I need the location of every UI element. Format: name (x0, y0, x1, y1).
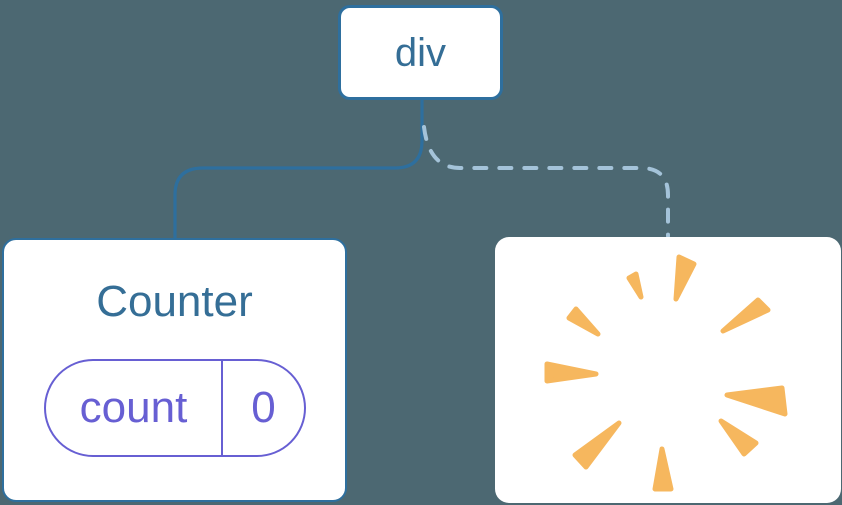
burst-ray (544, 361, 599, 384)
burst-ray (566, 306, 601, 337)
div-node-label: div (394, 30, 447, 75)
state-key-label: count (79, 383, 188, 432)
state-value-label: 0 (251, 383, 276, 432)
state-pill: count 0 (44, 359, 306, 457)
counter-component-card: Counter count 0 (2, 238, 347, 502)
removed-component-card (495, 237, 841, 503)
poof-burst-icon (544, 254, 788, 492)
burst-ray (652, 446, 674, 492)
burst-ray (626, 271, 644, 300)
tree-node-div: div (338, 5, 503, 100)
state-key-cell: count (46, 361, 223, 455)
burst-ray (718, 418, 759, 457)
state-value-cell: 0 (223, 361, 304, 455)
solid-link-line (173, 100, 424, 240)
dashed-link-line (422, 125, 670, 238)
burst-ray (720, 297, 771, 334)
counter-title: Counter (96, 277, 253, 326)
burst-ray (673, 254, 697, 302)
burst-ray (724, 385, 788, 417)
burst-ray (572, 420, 622, 470)
